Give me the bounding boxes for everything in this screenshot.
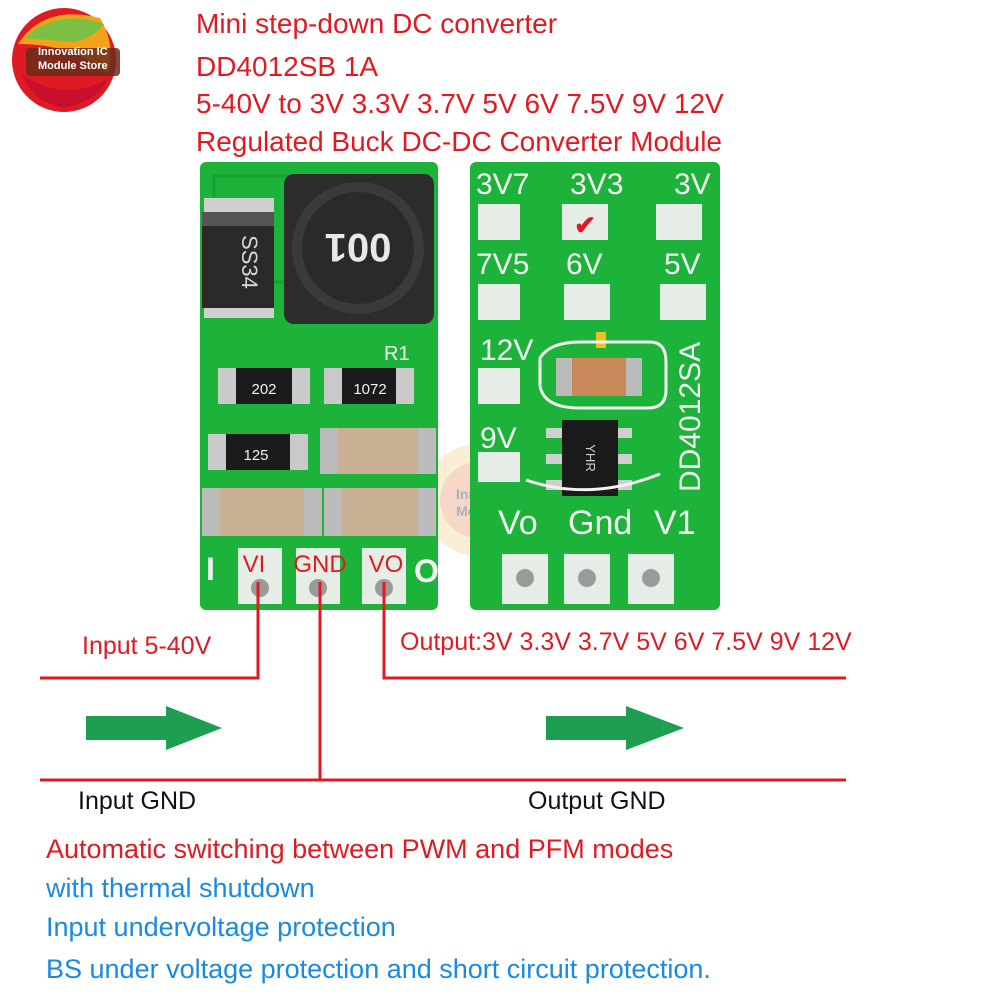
label-12v: 12V — [480, 334, 533, 367]
pin-vi-label: VI — [243, 551, 266, 578]
chip-125: 125 — [208, 434, 308, 470]
logo-leaf-icon — [12, 8, 120, 112]
title-line-3: 5-40V to 3V 3.3V 3.7V 5V 6V 7.5V 9V 12V — [196, 88, 724, 119]
feature-undervoltage: Input undervoltage protection — [46, 912, 396, 942]
title-line-2: DD4012SB 1A — [196, 51, 379, 82]
output-gnd-label: Output GND — [528, 787, 666, 815]
pin-vo-label: VO — [369, 551, 404, 578]
chip-1072-text: 1072 — [353, 381, 386, 398]
jumper-3v3 — [562, 204, 608, 240]
label-3v7: 3V7 — [476, 168, 529, 201]
capacitor-3 — [324, 488, 436, 536]
label-6v: 6V — [566, 248, 603, 281]
inductor: 001 — [284, 174, 434, 324]
label-3v3: 3V3 — [570, 168, 623, 201]
diode-mark: SS34 — [237, 235, 262, 289]
pin-gnd-label: GND — [293, 551, 346, 578]
jumper-3v7 — [478, 204, 520, 240]
label-9v: 9V — [480, 422, 517, 455]
inductor-mark: 001 — [325, 225, 392, 269]
resistor-label: R1 — [384, 343, 410, 365]
input-voltage-label: Input 5-40V — [82, 632, 212, 660]
title-line-4: Regulated Buck DC-DC Converter Module — [196, 126, 722, 157]
selected-check-icon: ✔ — [574, 210, 596, 240]
jumper-9v — [478, 452, 520, 482]
jumper-7v5 — [478, 284, 520, 320]
jumper-3v — [656, 204, 702, 240]
regulator-ic: YHR — [546, 420, 632, 496]
chip-202: 202 — [218, 368, 310, 404]
feature-pwm-pfm: Automatic switching between PWM and PFM … — [46, 834, 674, 864]
pin-v1-back-label: V1 — [654, 504, 696, 542]
feature-thermal-shutdown: with thermal shutdown — [46, 873, 315, 903]
back-capacitor — [556, 358, 642, 396]
jumper-12v — [478, 368, 520, 404]
pin-vo-back-label: Vo — [498, 504, 538, 542]
logo-text-line2: Module Store — [38, 60, 108, 72]
label-7v5: 7V5 — [476, 248, 529, 281]
pin-gnd-back-label: Gnd — [568, 504, 632, 542]
ic-mark: YHR — [583, 444, 598, 471]
front-board: 001 SS34 R1 202 1072 125 — [200, 162, 439, 610]
output-side-mark: O — [414, 553, 439, 589]
diode: SS34 — [202, 198, 274, 318]
chip-202-text: 202 — [251, 381, 276, 398]
back-board: 3V7 3V3 3V ✔ 7V5 6V 5V 12V 9V YHR DD4012… — [470, 162, 720, 610]
output-voltage-label: Output:3V 3.3V 3.7V 5V 6V 7.5V 9V 12V — [400, 628, 852, 656]
title-line-1: Mini step-down DC converter — [196, 8, 558, 39]
input-side-mark: I — [206, 551, 215, 587]
store-logo: Innovation IC Module Store — [4, 4, 124, 114]
feature-short-circuit: BS under voltage protection and short ci… — [46, 954, 711, 984]
model-label: DD4012SA — [674, 342, 707, 492]
chip-1072: 1072 — [324, 368, 414, 404]
label-5v: 5V — [664, 248, 701, 281]
chip-125-text: 125 — [243, 447, 268, 464]
input-gnd-label: Input GND — [78, 787, 197, 815]
input-arrow-icon — [86, 706, 222, 750]
jumper-6v — [564, 284, 610, 320]
output-wire — [382, 582, 846, 680]
capacitor-1 — [320, 428, 436, 474]
label-3v: 3V — [674, 168, 711, 201]
jumper-5v — [660, 284, 706, 320]
logo-text-line1: Innovation IC — [38, 46, 108, 58]
capacitor-2 — [202, 488, 322, 536]
input-wire — [40, 582, 260, 680]
output-arrow-icon — [546, 706, 684, 750]
